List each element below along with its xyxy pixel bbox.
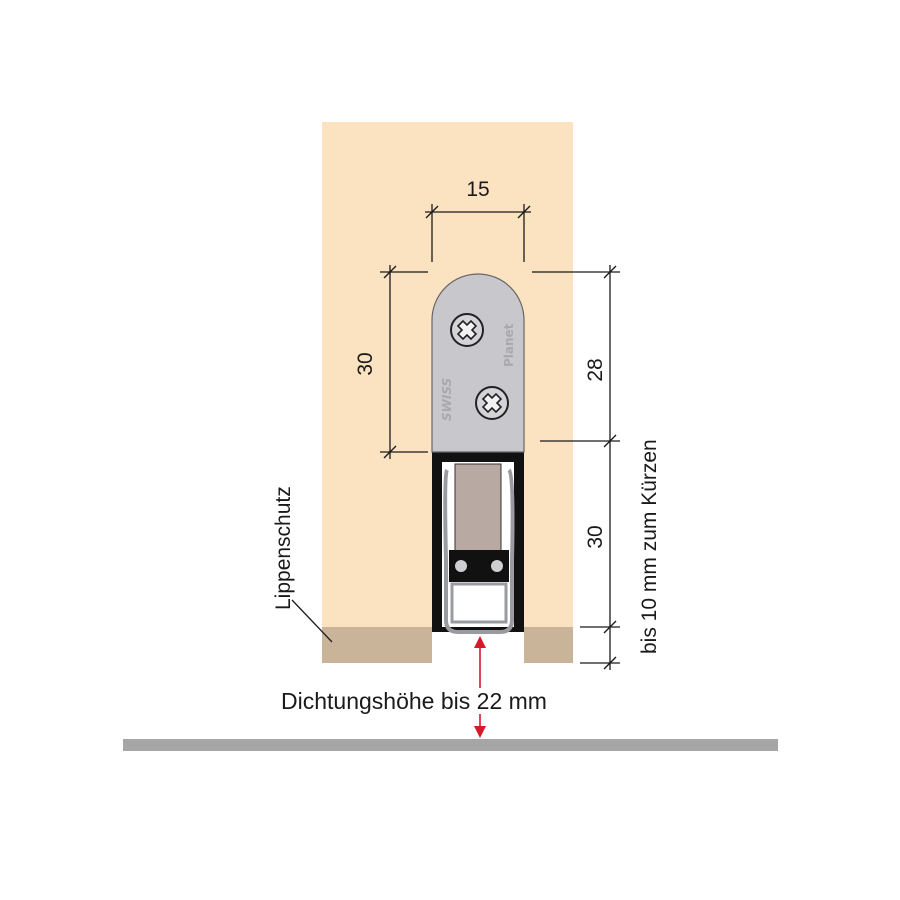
seal-height-callout: Dichtungshöhe bis 22 mm [281, 636, 547, 738]
lip-protection-callout: Lippenschutz [272, 486, 333, 643]
cross-screw-icon [450, 313, 484, 347]
dimension-right-stack: 28 30 bis 10 mm zum Kürzen [532, 265, 661, 670]
dimension-height-left-30: 30 [354, 265, 428, 459]
floor [123, 739, 778, 751]
dim-label-height-left: 30 [354, 352, 377, 375]
label-lip-protection: Lippenschutz [272, 486, 295, 610]
arrow-head-up [474, 636, 486, 648]
arrow-head-down [474, 726, 486, 738]
dim-label-width: 15 [466, 178, 489, 201]
cross-screw-icon [475, 386, 509, 420]
lip-protection-left [322, 627, 432, 663]
plate-brand-top: Planet [502, 323, 516, 367]
dim-label-height-right-upper: 28 [584, 358, 607, 381]
label-seal-height: Dichtungshöhe bis 22 mm [281, 688, 547, 714]
lip-protection-right [524, 627, 573, 663]
plate-brand-bottom: SWISS [440, 378, 454, 421]
dimension-width-15: 15 [425, 178, 531, 262]
dim-label-shortening: bis 10 mm zum Kürzen [638, 439, 661, 654]
dim-label-height-right-lower: 30 [584, 525, 607, 548]
seal-profile [432, 452, 524, 634]
